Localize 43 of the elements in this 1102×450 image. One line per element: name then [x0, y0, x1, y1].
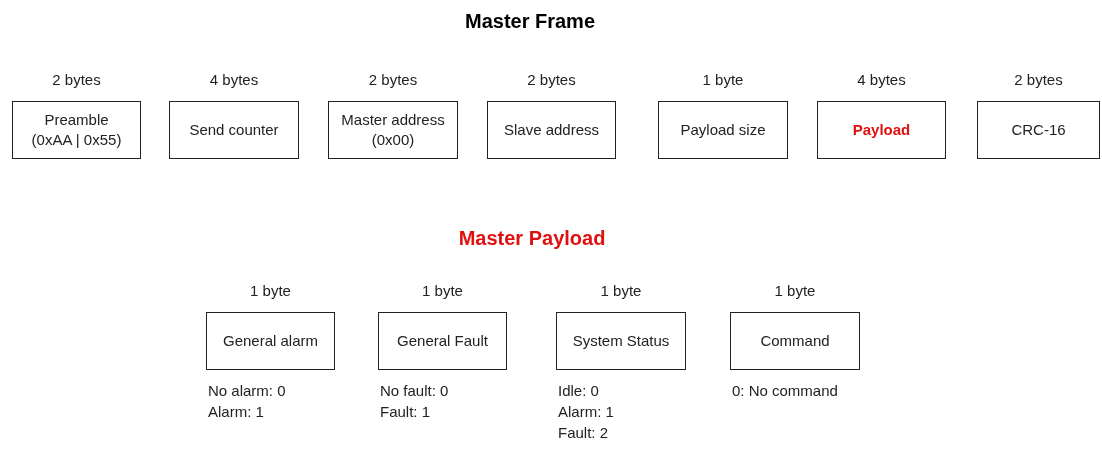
value-note: No fault: 0	[380, 381, 449, 401]
field-label: CRC-16	[1011, 120, 1066, 140]
field-box	[730, 312, 860, 370]
field-label: Command	[760, 331, 830, 351]
byte-size-label: 2 bytes	[527, 70, 576, 90]
field-box	[658, 101, 788, 159]
value-note: Fault: 2	[558, 423, 609, 443]
value-note: 0: No command	[732, 381, 838, 401]
value-note: Idle: 0	[558, 381, 599, 401]
field-box	[12, 101, 141, 159]
byte-size-label: 1 byte	[422, 281, 463, 301]
byte-size-label: 1 byte	[250, 281, 291, 301]
field-label: General alarm	[222, 331, 318, 351]
field-box	[977, 101, 1100, 159]
field-label: Send counter	[189, 120, 279, 140]
byte-size-label: 1 byte	[600, 281, 642, 301]
byte-size-label: 2 bytes	[52, 70, 101, 90]
diagram-title: Master Frame	[464, 10, 596, 33]
field-box	[169, 101, 299, 159]
value-note: Fault: 1	[380, 402, 431, 422]
field-box	[817, 101, 946, 159]
field-box	[378, 312, 507, 370]
field-label: Payload size	[680, 120, 766, 140]
section-title: Master Payload	[458, 227, 606, 250]
field-label: Preamble (0xAA | 0x55)	[30, 110, 123, 150]
byte-size-label: 2 bytes	[368, 70, 418, 90]
field-box	[487, 101, 616, 159]
byte-size-label: 1 byte	[702, 70, 744, 90]
value-note: Alarm: 1	[558, 402, 614, 422]
byte-size-label: 4 bytes	[209, 70, 259, 90]
byte-size-label: 4 bytes	[857, 70, 906, 90]
byte-size-label: 2 bytes	[1014, 70, 1063, 90]
byte-size-label: 1 byte	[774, 281, 816, 301]
value-note: Alarm: 1	[208, 402, 264, 422]
field-label: Slave address	[503, 120, 600, 140]
field-box	[556, 312, 686, 370]
field-box	[206, 312, 335, 370]
field-label: Payload	[852, 120, 911, 140]
field-label: Master address (0x00)	[340, 110, 446, 150]
field-label: System Status	[572, 331, 670, 351]
value-note: No alarm: 0	[208, 381, 286, 401]
field-label: General Fault	[397, 331, 488, 351]
field-box	[328, 101, 458, 159]
